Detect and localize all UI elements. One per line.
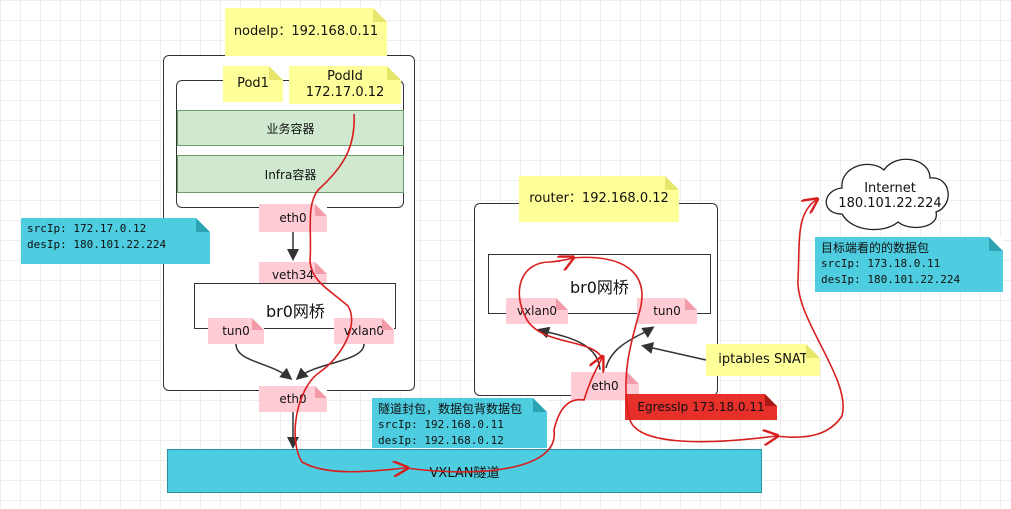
packet-path-internet — [775, 200, 844, 438]
business-container-label: 业务容器 — [266, 121, 315, 136]
iptables-label: iptables SNAT — [718, 352, 808, 367]
router-ip-note: router：192.168.0.12 — [519, 176, 679, 222]
egress-ip-tag: EgressIp 173.18.0.11 — [625, 394, 777, 420]
pod-packet-des: desIp: 180.101.22.224 — [27, 238, 167, 251]
node-ip-note: nodeIp：192.168.0.11 — [225, 8, 387, 56]
internet-cloud — [825, 158, 949, 231]
infra-container-label: Infra容器 — [264, 167, 317, 182]
pod-packet-info: srcIp: 172.17.0.12 desIp: 180.101.22.224 — [21, 218, 210, 264]
pod1-label: Pod1 — [237, 76, 269, 91]
pod1-note: Pod1 — [223, 66, 283, 102]
tunnel-packet-title: 隧道封包，数据包背数据包 — [378, 402, 523, 416]
arrow-tun0-eth0 — [235, 343, 293, 380]
arrow-eth0-tun0 — [605, 326, 655, 369]
target-packet-des: desIp: 180.101.22.224 — [821, 273, 961, 286]
packet-path-router2 — [571, 256, 776, 441]
router-ip-label: router：192.168.0.12 — [529, 191, 669, 206]
vxlan-tunnel-label: VXLAN隧道 — [429, 465, 500, 481]
target-packet-src: srcIp: 173.18.0.11 — [821, 257, 941, 270]
internet-name: Internet — [864, 181, 916, 196]
node-vxlan0-tag: vxlan0 — [334, 318, 394, 344]
node-eth0-tag: eth0 — [259, 204, 327, 232]
arrow-vxlan0-eth0 — [295, 343, 365, 380]
packet-path-tunnel — [405, 358, 602, 473]
packet-path — [294, 113, 406, 472]
node-eth0-label: eth0 — [279, 211, 307, 225]
router-bridge-label: br0网桥 — [570, 278, 629, 297]
pod-id-label: PodId — [327, 69, 363, 84]
vxlan-tunnel: VXLAN隧道 — [167, 449, 762, 493]
node-ip-label: nodeIp：192.168.0.11 — [233, 24, 379, 39]
tunnel-packet-des: desIp: 192.168.0.12 — [378, 434, 504, 447]
iptables-note: iptables SNAT — [706, 344, 820, 376]
router-eth0-label: eth0 — [591, 379, 619, 393]
arrow-iptables — [641, 342, 707, 361]
pod-ip-label: 172.17.0.12 — [305, 85, 385, 100]
pod-id-note: PodId 172.17.0.12 — [289, 66, 401, 104]
tunnel-packet-info: 隧道封包，数据包背数据包 srcIp: 192.168.0.11 desIp: … — [372, 398, 547, 448]
pod-packet-src: srcIp: 172.17.0.12 — [27, 222, 147, 235]
internet-ip: 180.101.22.224 — [838, 196, 942, 211]
target-packet-title: 目标端看的的数据包 — [821, 241, 930, 255]
business-container: 业务容器 — [177, 110, 404, 146]
packet-path-router — [518, 258, 603, 359]
infra-container: Infra容器 — [177, 155, 404, 193]
egress-ip-label: EgressIp 173.18.0.11 — [637, 400, 765, 414]
target-packet-info: 目标端看的的数据包 srcIp: 173.18.0.11 desIp: 180.… — [815, 237, 1003, 292]
router-vxlan0-tag: vxlan0 — [506, 298, 568, 324]
node-vxlan0-label: vxlan0 — [343, 324, 385, 338]
node-tun0-tag: tun0 — [208, 318, 264, 344]
router-tun0-label: tun0 — [653, 304, 681, 318]
router-tun0-tag: tun0 — [637, 298, 697, 324]
tunnel-packet-src: srcIp: 192.168.0.11 — [378, 418, 504, 431]
node-bridge-label: br0网桥 — [266, 302, 325, 321]
router-vxlan0-label: vxlan0 — [516, 304, 558, 318]
node-tun0-label: tun0 — [222, 324, 250, 338]
veth-label: veth34 — [271, 268, 315, 282]
